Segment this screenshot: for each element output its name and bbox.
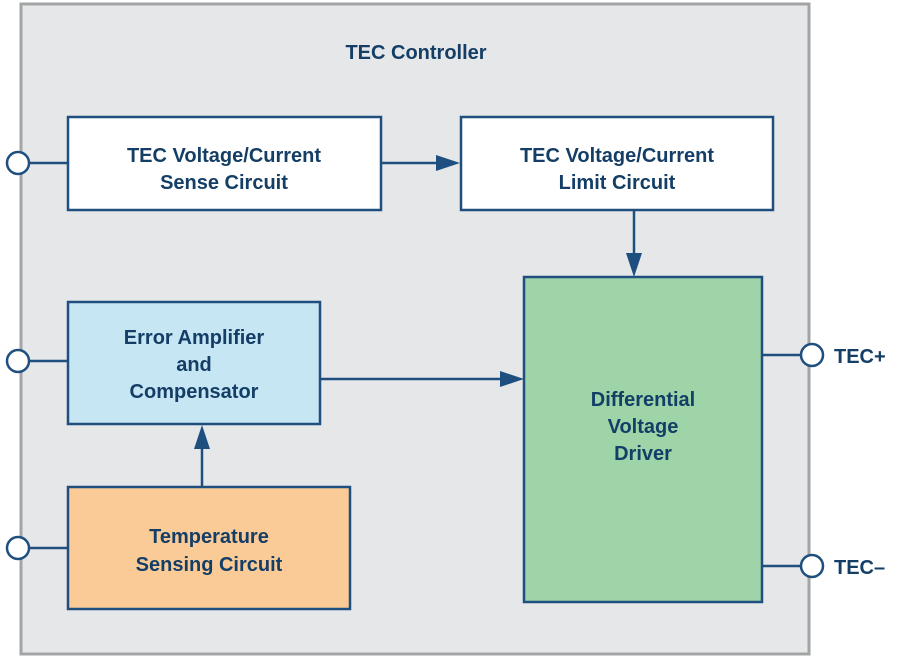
error-amplifier-label-line-1: Error Amplifier [124, 327, 265, 349]
differential-driver-block: Differential Voltage Driver [522, 275, 764, 604]
temperature-sensing-label-line-1: Temperature [149, 526, 269, 548]
differential-driver-label-line-1: Differential [591, 389, 695, 411]
error-amplifier-label-line-3: Compensator [130, 381, 259, 403]
error-amplifier-box [66, 300, 322, 426]
differential-driver-label-line-3: Driver [614, 443, 672, 465]
temperature-sensing-box [66, 485, 352, 611]
tec-minus-pin [799, 553, 825, 579]
tec-plus-label: TEC+ [834, 346, 886, 368]
sense-circuit-box [66, 115, 383, 212]
error-amplifier-label-line-2: and [176, 354, 212, 376]
error-amp-input-pin [5, 348, 31, 374]
sense-input-pin [5, 150, 31, 176]
sense-circuit-block: TEC Voltage/Current Sense Circuit [66, 115, 383, 212]
temp-input-pin [5, 535, 31, 561]
diagram-title: TEC Controller [345, 42, 486, 64]
tec-plus-pin [799, 342, 825, 368]
differential-driver-label-line-2: Voltage [608, 416, 679, 438]
temp-to-error-amp-arrowhead [194, 425, 210, 449]
sense-circuit-label-line-1: TEC Voltage/Current [127, 145, 321, 167]
limit-circuit-block: TEC Voltage/Current Limit Circuit [459, 115, 775, 212]
sense-to-limit-arrowhead [436, 155, 460, 171]
error-amp-to-driver-arrowhead [500, 371, 524, 387]
tec-minus-label: TEC– [834, 557, 885, 579]
temperature-sensing-label-line-2: Sensing Circuit [136, 554, 283, 576]
temperature-sensing-block: Temperature Sensing Circuit [66, 485, 352, 611]
limit-circuit-box [459, 115, 775, 212]
limit-circuit-label-line-1: TEC Voltage/Current [520, 145, 714, 167]
limit-to-driver-arrowhead [626, 253, 642, 277]
sense-circuit-label-line-2: Sense Circuit [160, 172, 288, 194]
limit-circuit-label-line-2: Limit Circuit [559, 172, 676, 194]
error-amplifier-block: Error Amplifier and Compensator [66, 300, 322, 426]
differential-driver-box [522, 275, 764, 604]
